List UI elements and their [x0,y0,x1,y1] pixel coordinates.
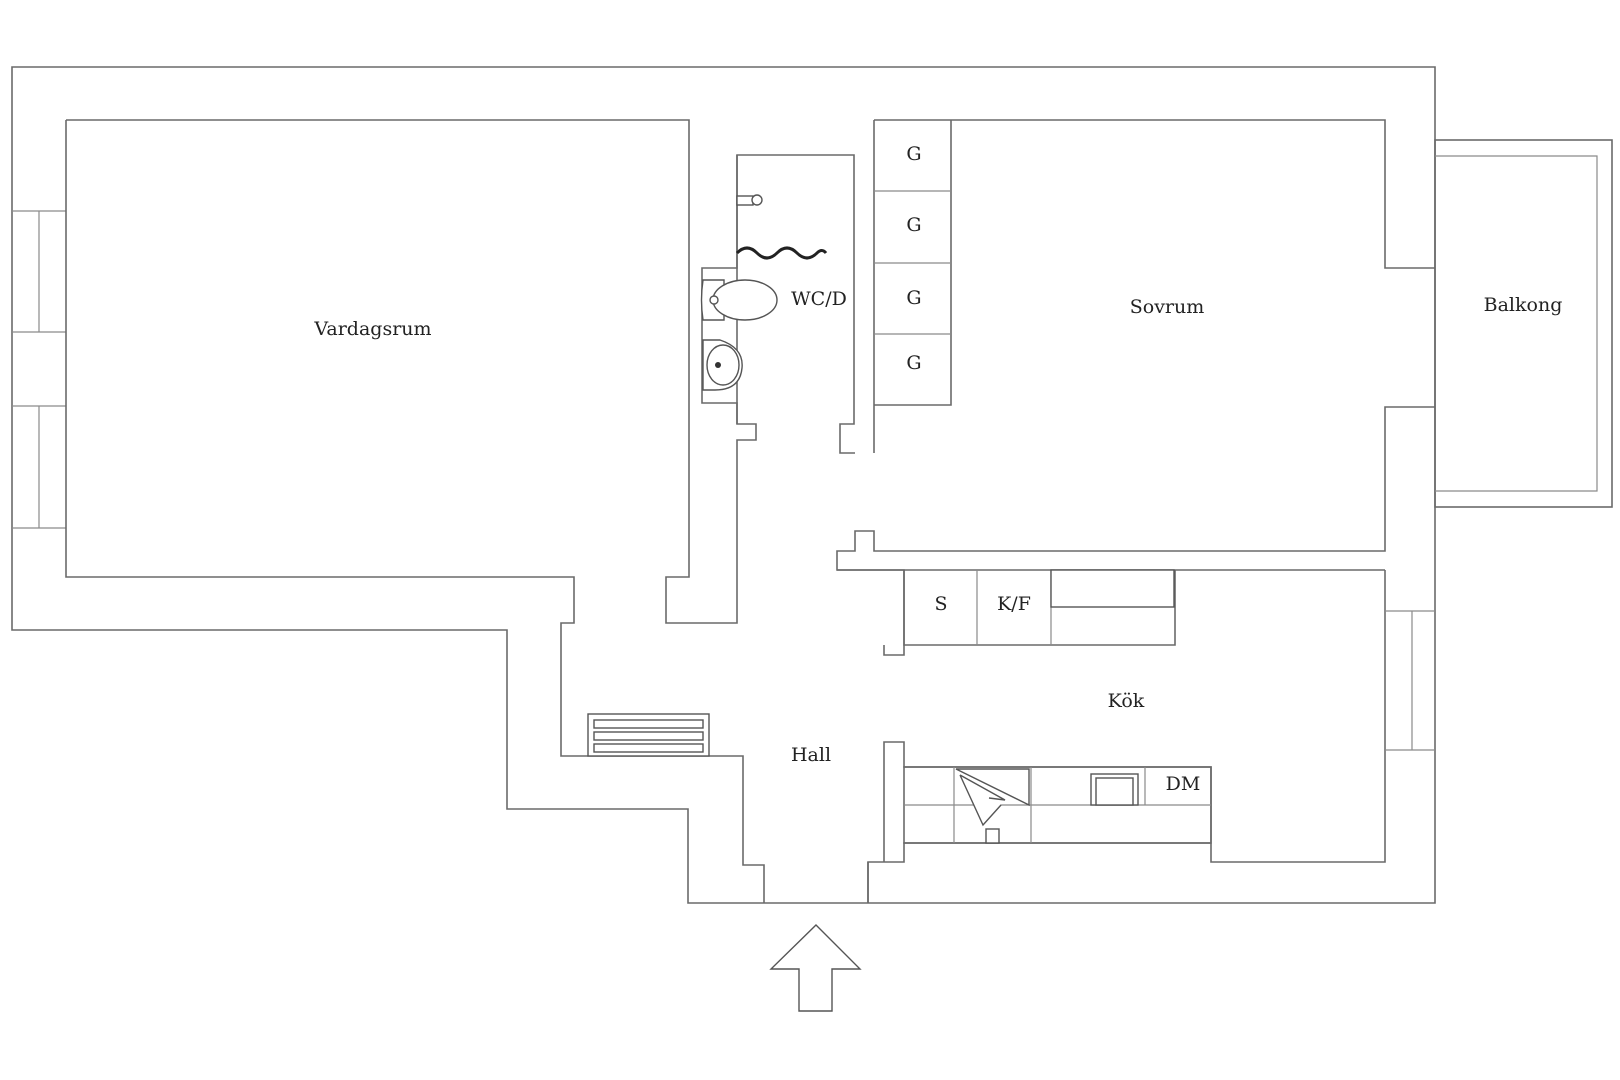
label-closet-3: G [906,287,921,309]
label-wc: WC/D [791,288,847,310]
room-vardagsrum [66,119,855,624]
room-kok [867,570,1386,903]
label-closet-2: G [906,214,921,236]
label-sovrum: Sovrum [1130,296,1205,318]
kitchen-upper-counter [903,569,1176,646]
toilet-icon [700,279,778,321]
label-dishwasher: DM [1166,773,1201,795]
label-kok: Kök [1108,690,1145,712]
label-fridge: K/F [997,593,1031,615]
label-balkong: Balkong [1484,294,1563,316]
room-hall [712,755,869,903]
room-sovrum [836,119,1435,571]
label-closet-1: G [906,143,921,165]
closets [873,120,952,453]
outer-wall [11,66,1436,904]
label-closet-4: G [906,352,921,374]
sink-icon [702,339,743,391]
balcony [1434,139,1613,508]
kitchen-lower-counter [903,766,1212,844]
radiator-icon [587,713,710,757]
kitchen-sink-icon [1090,773,1139,806]
shower-curtain-icon [735,246,828,260]
label-stove: S [934,593,947,615]
shower-head-icon [736,194,763,206]
window-left-lower [12,405,66,529]
entrance-arrow-icon [769,924,862,1012]
label-hall: Hall [791,744,831,766]
label-vardagsrum: Vardagsrum [313,318,431,340]
extractor-hood-icon [955,768,1030,844]
window-left-upper [12,210,66,333]
room-wc [701,155,738,424]
window-kitchen [1385,610,1435,751]
